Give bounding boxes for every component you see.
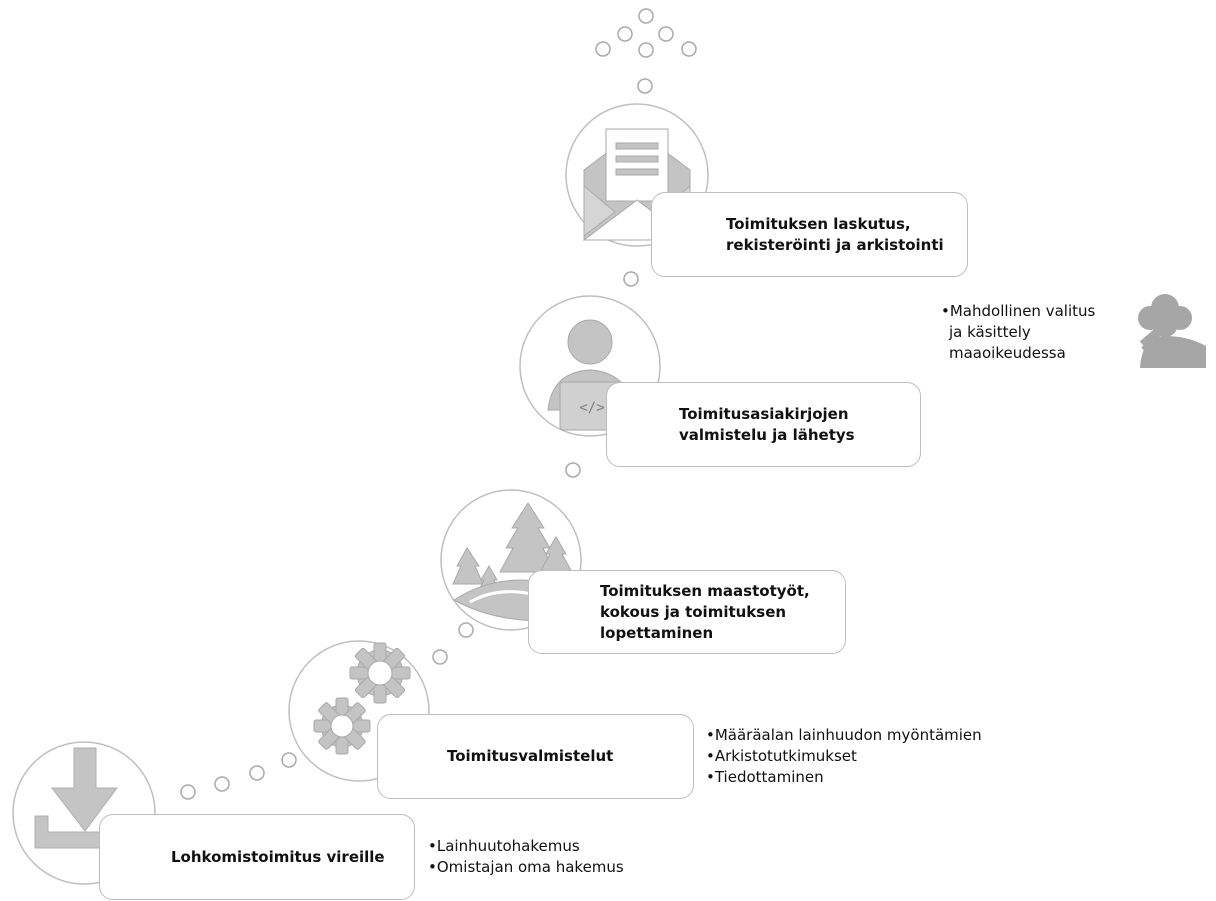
- step-title: Toimituksen maastotyöt, kokous ja toimit…: [600, 581, 810, 642]
- step-box-asiakirjat: Toimitusasiakirjojen valmistelu ja lähet…: [606, 382, 921, 467]
- step-title: Toimitusasiakirjojen valmistelu ja lähet…: [679, 404, 855, 444]
- note-item: Lainhuutohakemus: [428, 836, 624, 857]
- note-item: Tiedottaminen: [706, 767, 982, 788]
- note-item: Arkistotutkimukset: [706, 746, 982, 767]
- note-item: Omistajan oma hakemus: [428, 857, 624, 878]
- svg-text:</>: </>: [579, 400, 604, 416]
- notes-step-2: Määräalan lainhuudon myöntämien Arkistot…: [706, 725, 982, 788]
- connector-dots: [180, 8, 697, 800]
- step-box-toimitusvalmistelut: Toimitusvalmistelut: [377, 714, 694, 799]
- judge-icon: [1138, 294, 1206, 368]
- step-title: Toimitusvalmistelut: [447, 747, 614, 765]
- step-title: Toimituksen laskutus, rekisteröinti ja a…: [726, 214, 944, 254]
- step-box-lohkomistoimitus: Lohkomistoimitus vireille: [99, 814, 415, 900]
- notes-appeal: •Mahdollinen valitus ja käsittely maaoik…: [941, 302, 1096, 362]
- note-item: ja käsittely: [949, 323, 1031, 341]
- step-box-laskutus: Toimituksen laskutus, rekisteröinti ja a…: [651, 192, 968, 277]
- notes-step-1: Lainhuutohakemus Omistajan oma hakemus: [428, 836, 624, 878]
- note-item: maaoikeudessa: [949, 344, 1066, 362]
- step-title: Lohkomistoimitus vireille: [171, 847, 385, 866]
- step-box-maastotyot: Toimituksen maastotyöt, kokous ja toimit…: [528, 570, 846, 654]
- note-item: Määräalan lainhuudon myöntämien: [706, 725, 982, 746]
- note-item: Mahdollinen valitus: [949, 302, 1096, 320]
